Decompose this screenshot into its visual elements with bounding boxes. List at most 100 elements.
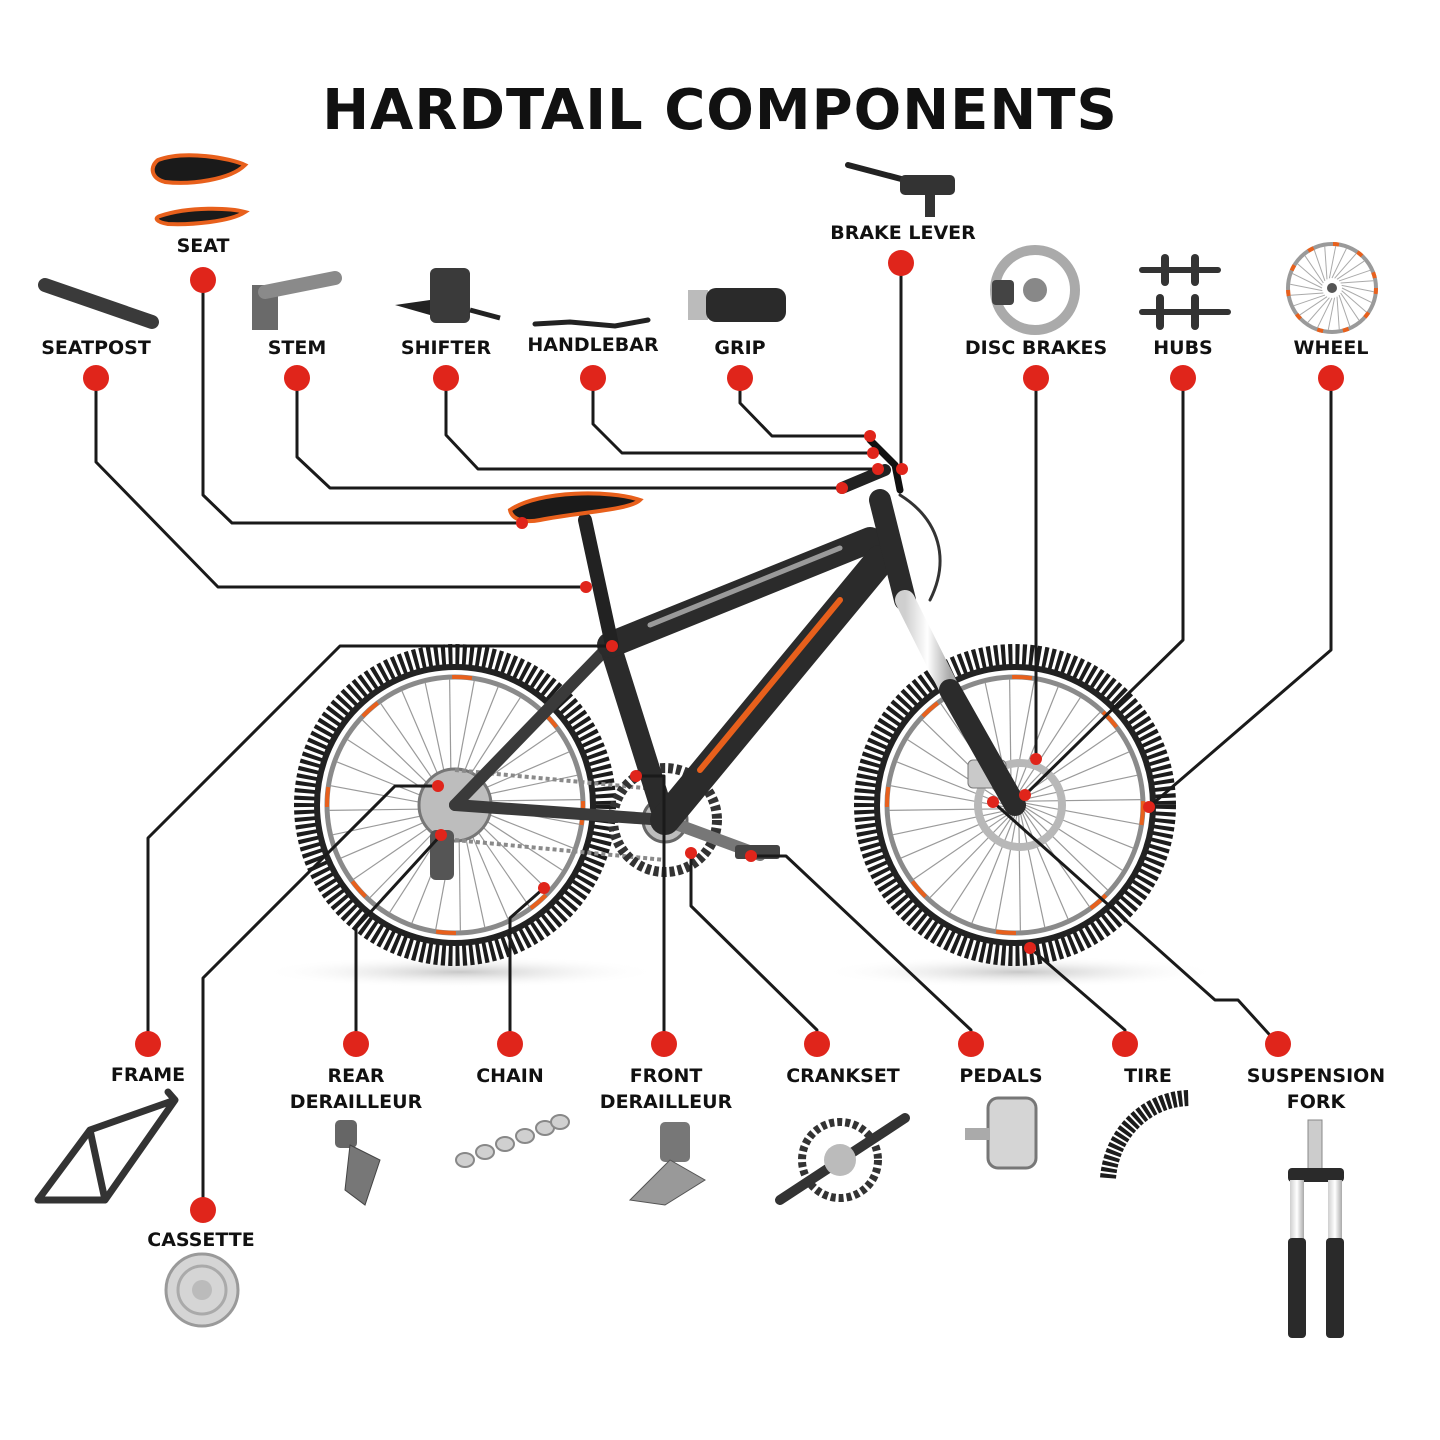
- spoke: [1334, 253, 1357, 279]
- point-handlebar: [867, 447, 879, 459]
- hubs-icon: [1139, 254, 1231, 330]
- spoke: [949, 814, 1014, 913]
- label-seatpost: SEATPOST: [41, 337, 151, 359]
- marker-cassette: [190, 1197, 216, 1223]
- point-grip: [864, 430, 876, 442]
- label-crankset: CRANKSET: [786, 1065, 900, 1087]
- point-front-derailleur: [630, 770, 642, 782]
- spoke: [1019, 813, 1046, 928]
- point-shifter: [872, 463, 884, 475]
- leader-suspension-fork: [992, 800, 1280, 1046]
- marker-seat: [190, 267, 216, 293]
- leader-grip: [738, 378, 870, 438]
- spoke: [1336, 260, 1365, 280]
- brake-lever-icon: [845, 162, 955, 217]
- spoke: [1341, 287, 1372, 303]
- spoke: [1018, 711, 1101, 797]
- label-rear-derailleur-line2: DERAILLEUR: [289, 1091, 423, 1113]
- label-grip: GRIP: [714, 337, 766, 359]
- front-derailleur-icon: [628, 1122, 706, 1206]
- label-rear-derailleur: REAR DERAILLEUR: [290, 1063, 422, 1115]
- spoke: [1340, 280, 1374, 284]
- label-front-derailleur-line1: FRONT: [629, 1065, 703, 1087]
- spoke: [971, 814, 1016, 924]
- leader-stem: [295, 378, 842, 490]
- component-icons: [34, 153, 1378, 1338]
- leader-rear-derailleur: [354, 833, 443, 1044]
- spoke: [1021, 751, 1130, 799]
- marker-front-derailleur: [651, 1031, 677, 1057]
- point-stem: [836, 482, 848, 494]
- point-wheel: [1143, 801, 1155, 813]
- label-seat: SEAT: [176, 235, 230, 257]
- leader-cassette: [201, 784, 438, 1210]
- marker-chain: [497, 1031, 523, 1057]
- label-front-derailleur: FRONT DERAILLEUR: [600, 1063, 732, 1115]
- marker-brake-lever: [888, 250, 914, 276]
- marker-seatpost: [83, 365, 109, 391]
- saddle: [507, 491, 644, 524]
- spoke: [1024, 806, 1123, 871]
- spoke: [995, 814, 1018, 930]
- marker-hubs: [1170, 365, 1196, 391]
- markers: [83, 250, 1344, 1223]
- label-suspension-fork: SUSPENSION FORK: [1247, 1063, 1385, 1115]
- spoke: [1290, 292, 1324, 296]
- spoke: [1290, 283, 1323, 292]
- label-chain: CHAIN: [476, 1065, 544, 1087]
- point-disc-brakes: [1030, 753, 1042, 765]
- label-suspension-fork-line2: FORK: [1286, 1091, 1346, 1113]
- disc-rotor: [974, 759, 1066, 851]
- point-cassette: [432, 780, 444, 792]
- marker-wheel: [1318, 365, 1344, 391]
- marker-rear-derailleur: [343, 1031, 369, 1057]
- spoke: [1021, 811, 1069, 920]
- point-seat: [516, 517, 528, 529]
- label-wheel: WHEEL: [1293, 337, 1369, 359]
- marker-grip: [727, 365, 753, 391]
- rear-derailleur-icon: [335, 1120, 381, 1206]
- label-cassette: CASSETTE: [147, 1229, 255, 1251]
- leader-wheel: [1148, 378, 1333, 809]
- label-suspension-fork-line1: SUSPENSION: [1246, 1065, 1386, 1087]
- leader-hubs: [1023, 378, 1185, 797]
- spoke: [1024, 802, 1140, 825]
- spoke: [896, 761, 1006, 806]
- marker-stem: [284, 365, 310, 391]
- spoke: [1297, 263, 1323, 286]
- spoke: [1024, 799, 1141, 802]
- spoke: [1340, 292, 1360, 321]
- marker-disc-brakes: [1023, 365, 1049, 391]
- shifter-icon: [395, 268, 501, 323]
- bicycle-illustration: [294, 436, 1176, 966]
- leader-chain: [508, 886, 545, 1044]
- spoke: [889, 808, 1006, 811]
- marker-tire: [1112, 1031, 1138, 1057]
- leader-shifter: [444, 378, 878, 471]
- marker-crankset: [804, 1031, 830, 1057]
- point-brake-lever: [896, 463, 908, 475]
- seat-icon: [150, 153, 249, 185]
- point-suspension-fork: [987, 796, 999, 808]
- spoke: [1292, 273, 1323, 289]
- marker-suspension-fork: [1265, 1031, 1291, 1057]
- spoke: [1299, 296, 1328, 316]
- leader-pedals: [751, 854, 973, 1044]
- spoke: [1307, 297, 1330, 323]
- leader-front-derailleur: [636, 774, 666, 1044]
- stem-icon: [252, 271, 342, 330]
- label-pedals: PEDALS: [959, 1065, 1043, 1087]
- marker-pedals: [958, 1031, 984, 1057]
- spoke: [900, 811, 1009, 859]
- point-frame: [606, 640, 618, 652]
- spoke: [1331, 248, 1347, 279]
- tire-icon: [1100, 1090, 1191, 1180]
- label-rear-derailleur-line1: REAR: [327, 1065, 385, 1087]
- page-title: HARDTAIL COMPONENTS: [322, 78, 1118, 143]
- label-tire: TIRE: [1124, 1065, 1172, 1087]
- point-crankset: [685, 847, 697, 859]
- label-handlebar: HANDLEBAR: [527, 334, 659, 356]
- spoke: [912, 812, 1010, 880]
- spoke: [1018, 814, 1021, 931]
- spoke: [1012, 680, 1035, 796]
